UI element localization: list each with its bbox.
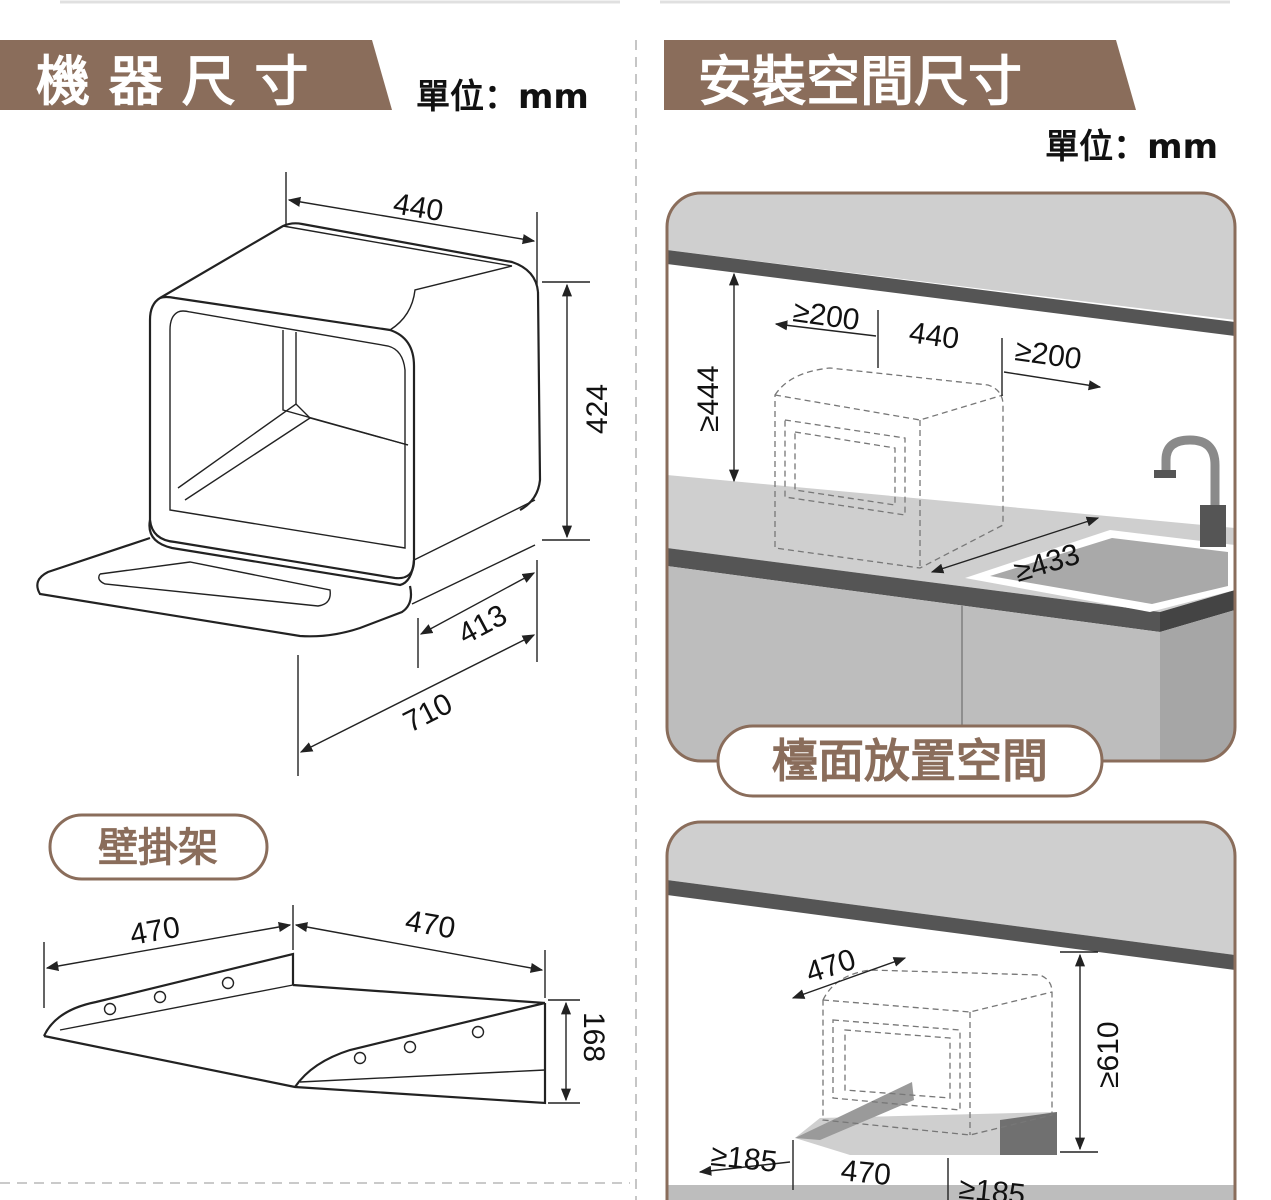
machine-side-edge bbox=[519, 291, 542, 511]
countertop-panel: ≥444 ≥200 440 ≥200 ≥433 檯面放置空間 bbox=[665, 191, 1237, 798]
countertop-pill bbox=[716, 724, 1104, 798]
dim-line-433 bbox=[930, 516, 1100, 574]
machine-base-lip bbox=[148, 519, 416, 587]
dim-line-wall-left-gap bbox=[698, 1161, 791, 1176]
dim-line-413 bbox=[419, 572, 536, 635]
sink-basin bbox=[990, 538, 1228, 604]
dim-width-label: 440 bbox=[391, 187, 446, 228]
bracket-front-fold bbox=[299, 1069, 546, 1083]
base-side bbox=[413, 499, 536, 561]
dim-height-label: 424 bbox=[581, 384, 614, 434]
unit-label-right: 單位：mm bbox=[1045, 127, 1218, 167]
bracket-label: 壁掛架 bbox=[98, 825, 218, 871]
machine-front-frame bbox=[148, 295, 416, 580]
door-inset bbox=[98, 561, 331, 607]
bracket-section: 壁掛架 470 470 168 bbox=[43, 813, 610, 1105]
interior-rack-2 bbox=[309, 417, 409, 446]
machine-dimension-lines: 440 424 413 710 bbox=[285, 172, 614, 776]
dim-line-wall-depth bbox=[791, 957, 907, 999]
bracket-hole bbox=[353, 1051, 367, 1065]
open-door bbox=[36, 536, 413, 638]
machine-illustration bbox=[36, 222, 542, 638]
cabinet-front bbox=[667, 566, 1160, 761]
door-side bbox=[411, 544, 536, 605]
unit-label: 單位：mm bbox=[416, 77, 589, 117]
width-label: 440 bbox=[907, 316, 961, 356]
header-title-right: 安裝空間尺寸 bbox=[698, 50, 1022, 113]
bracket-hole bbox=[153, 990, 167, 1004]
bracket-left-arm bbox=[43, 952, 295, 1037]
dim-line-440 bbox=[287, 196, 536, 245]
machine-corner bbox=[389, 265, 513, 331]
dim-line-470a bbox=[45, 922, 292, 971]
dim-line-710 bbox=[299, 634, 536, 753]
bracket-hole bbox=[403, 1040, 417, 1054]
dim-line-right-gap bbox=[1003, 371, 1102, 391]
placement-outline bbox=[774, 367, 1004, 569]
dim-depth-open-label: 710 bbox=[398, 687, 458, 739]
wall-frame bbox=[665, 820, 1237, 1200]
faucet bbox=[1161, 435, 1220, 510]
dim-line-left-gap bbox=[774, 320, 877, 337]
upper-shelf-edge bbox=[667, 250, 1235, 336]
install-space-header: 安裝空間尺寸 單位：mm bbox=[664, 40, 1218, 167]
machine-door-opening bbox=[169, 310, 406, 549]
header-banner-right bbox=[664, 40, 1136, 110]
wall-width-label: 470 bbox=[839, 1154, 892, 1192]
bracket-right-arm bbox=[294, 1001, 546, 1088]
bracket-bottom bbox=[43, 1003, 547, 1105]
header-banner bbox=[0, 40, 392, 110]
dim-depth-closed-label: 413 bbox=[453, 599, 513, 652]
bracket-illustration bbox=[43, 952, 547, 1105]
bracket-right-width-label: 470 bbox=[403, 904, 458, 945]
upper-shelf bbox=[667, 193, 1235, 320]
interior-rack bbox=[177, 403, 312, 501]
wall-mount-panel: 470 ≥610 ≥185 470 ≥185 bbox=[665, 820, 1237, 1200]
bracket-back-edge bbox=[292, 983, 546, 1005]
counter-edge bbox=[667, 548, 1160, 632]
wall-height-label: ≥610 bbox=[1092, 1021, 1125, 1088]
bracket-hole bbox=[471, 1025, 485, 1039]
top-clearance-label: ≥444 bbox=[692, 365, 725, 432]
dim-line-470b bbox=[294, 922, 544, 973]
header-title: 機 器 尺 寸 bbox=[36, 50, 308, 113]
bracket-height-label: 168 bbox=[577, 1012, 610, 1062]
wall-upper-shelf bbox=[667, 822, 1235, 955]
machine-dimensions-header: 機 器 尺 寸 單位：mm bbox=[0, 40, 589, 117]
bracket-hole bbox=[103, 1002, 117, 1016]
wall-upper-shelf-edge bbox=[667, 880, 1235, 970]
countertop-label: 檯面放置空間 bbox=[772, 734, 1048, 788]
bracket-fold bbox=[59, 984, 294, 1031]
bracket-hole bbox=[221, 976, 235, 990]
bracket-pill bbox=[48, 813, 269, 881]
wall-left-gap-label: ≥185 bbox=[709, 1139, 779, 1179]
